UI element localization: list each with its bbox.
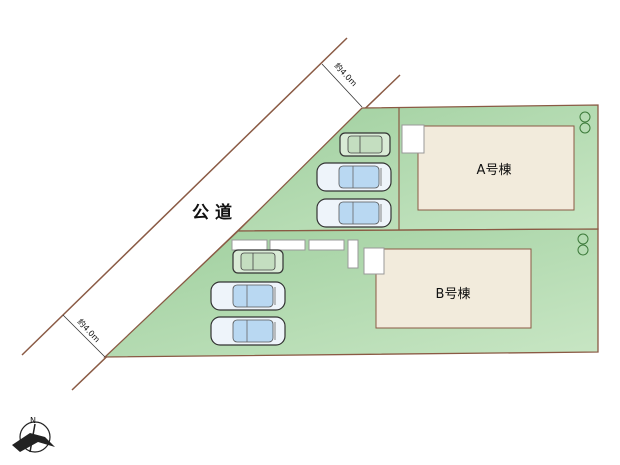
porch-a (401, 124, 425, 154)
house-b-label: B号棟 (436, 287, 471, 302)
house-a-label: A号棟 (477, 163, 512, 178)
car-small-icon (232, 249, 284, 274)
compass-icon: N (12, 416, 55, 453)
road-width-bottom: 約4.0m (76, 317, 103, 345)
tree-icon (577, 233, 589, 256)
path-block (269, 239, 306, 251)
house-a (417, 125, 575, 211)
road-width-top: 約4.0m (333, 61, 360, 89)
car-icon (210, 316, 286, 346)
house-b (375, 248, 532, 329)
dimension-arrow (321, 63, 363, 108)
car-small-icon (339, 132, 391, 157)
road-edge-far (21, 37, 348, 356)
car-icon (316, 198, 392, 228)
path-block (231, 239, 268, 251)
car-icon (316, 162, 392, 192)
path-block (347, 239, 359, 269)
path-block (308, 239, 345, 251)
road-label: 公 道 (192, 202, 232, 223)
compass-north-label: N (30, 416, 36, 425)
porch-b (363, 247, 385, 275)
car-icon (210, 281, 286, 311)
tree-icon (579, 111, 591, 134)
dimension-arrow (62, 314, 106, 358)
